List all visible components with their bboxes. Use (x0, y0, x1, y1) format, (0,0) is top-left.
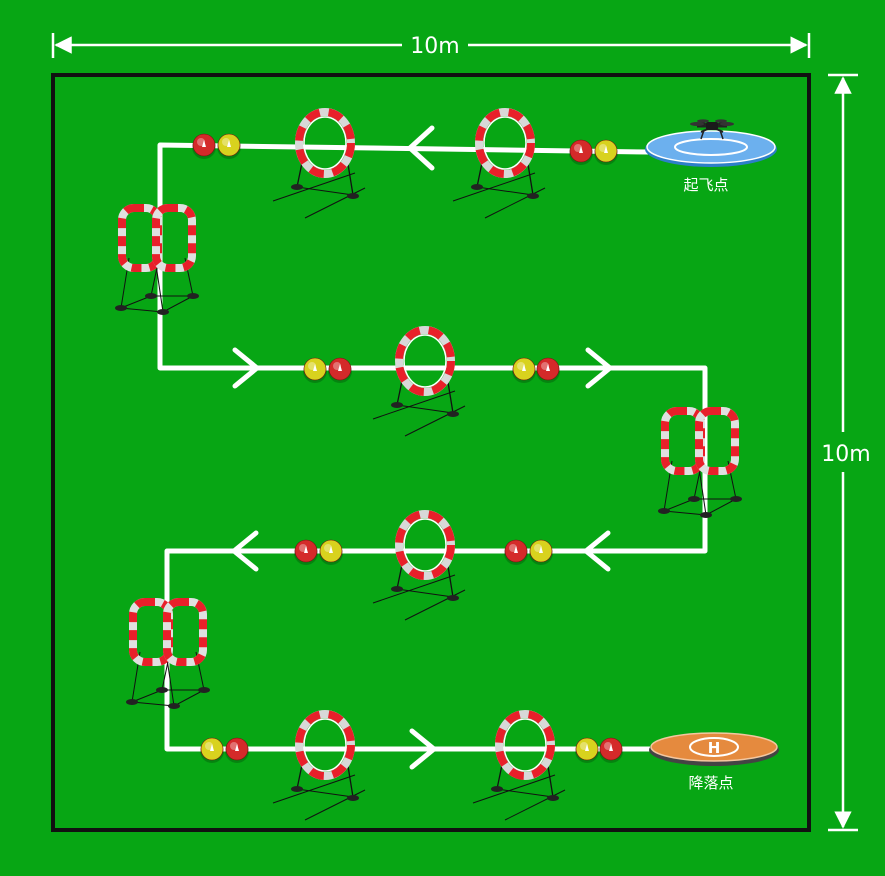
arrow-left-icon (583, 530, 611, 572)
red-cone-marker (599, 737, 623, 763)
yellow-cone-marker (303, 357, 327, 383)
flight-path (157, 142, 708, 752)
arrow-left-icon (407, 125, 435, 171)
takeoff-label: 起飞点 (683, 176, 728, 194)
landing-pad: H 降落点 (649, 732, 779, 792)
ring-hoop (272, 108, 366, 219)
width-dimension: 10m (51, 33, 811, 59)
landing-label: 降落点 (688, 774, 733, 792)
red-cone-marker (225, 737, 249, 763)
ring-hoop (272, 710, 366, 821)
drone-icon (690, 119, 734, 140)
width-label: 10m (410, 34, 459, 59)
ring-hoop (372, 510, 466, 621)
red-cone-marker (536, 357, 560, 383)
yellow-cone-marker (512, 357, 536, 383)
yellow-cone-marker (575, 737, 599, 763)
ring-hoop (452, 108, 546, 219)
ring-hoop (372, 326, 466, 437)
frames-layer (115, 204, 742, 709)
yellow-cone-marker (217, 133, 241, 159)
arrow-right-icon (232, 347, 260, 389)
red-cone-marker (504, 539, 528, 565)
arrow-left-icon (231, 530, 259, 572)
cones-layer (192, 133, 623, 763)
red-cone-marker (328, 357, 352, 383)
height-dimension: 10m (821, 73, 871, 832)
yellow-cone-marker (319, 539, 343, 565)
red-cone-marker (569, 139, 593, 165)
red-cone-marker (192, 133, 216, 159)
takeoff-pad: 起飞点 (645, 119, 777, 194)
ring-hoop (472, 710, 566, 821)
frame-gate (115, 204, 199, 315)
frame-gate (658, 407, 742, 518)
frame-gate (126, 598, 210, 709)
landing-h-symbol: H (708, 739, 721, 757)
field-border (51, 73, 811, 832)
hoops-layer (272, 108, 566, 821)
yellow-cone-marker (529, 539, 553, 565)
yellow-cone-marker (594, 139, 618, 165)
arrow-right-icon (409, 728, 437, 770)
yellow-cone-marker (200, 737, 224, 763)
red-cone-marker (294, 539, 318, 565)
arrow-right-icon (585, 347, 613, 389)
height-label: 10m (821, 442, 870, 467)
